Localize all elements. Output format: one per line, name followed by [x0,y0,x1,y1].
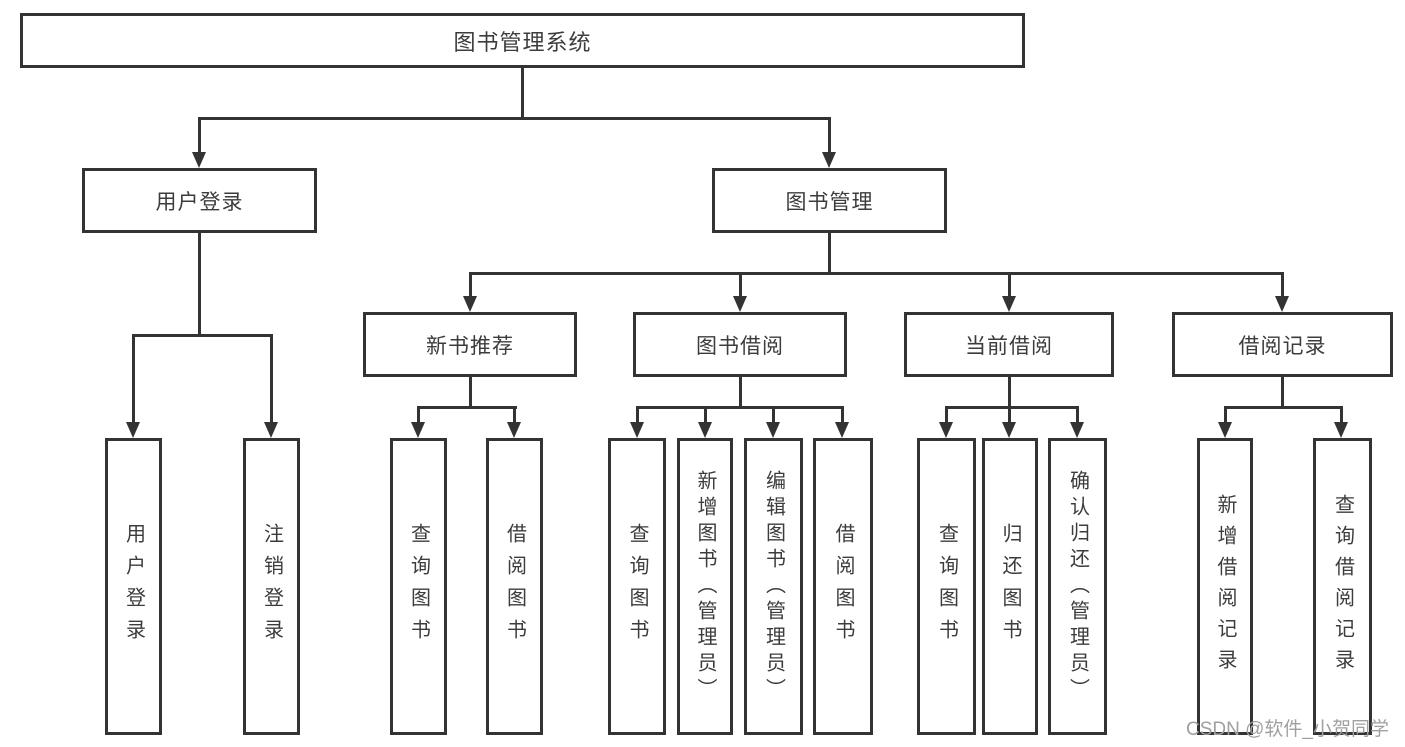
connector-userlogin-horizontal [132,334,273,337]
arrow-down-icon [1070,422,1084,438]
connector-bb-vertical [739,377,742,409]
node-current-borrowing: 当前借阅 [904,312,1114,377]
node-nbr-borrow-books: 借阅图书 [486,438,543,735]
connector-stem-br-add [1224,406,1227,426]
node-label: 借阅记录 [1238,334,1327,358]
arrow-down-icon [1275,296,1289,312]
connector-stem-cb-return [1008,406,1011,426]
node-logout: 注销登录 [243,438,300,735]
connector-stem-bb-add [704,406,707,426]
arrow-down-icon [822,152,836,168]
node-label: 新增借阅记录 [1214,493,1236,680]
node-label: 确认归还（管理员） [1066,469,1089,704]
arrow-down-icon [411,422,425,438]
node-nbr-query-books: 查询图书 [390,438,447,735]
arrow-down-icon [733,296,747,312]
node-label: 图书借阅 [696,334,784,358]
node-borrowing-records: 借阅记录 [1172,312,1393,377]
node-book-management: 图书管理 [712,168,947,233]
connector-stem-ul-logout [270,334,273,426]
connector-stem-user-login [198,117,201,155]
connector-stem-br-query [1340,406,1343,426]
connector-cb-horizontal [945,406,1079,409]
node-label: 借阅图书 [503,522,526,651]
node-label: 归还图书 [999,522,1021,651]
node-label: 借阅图书 [832,522,854,651]
connector-stem-new-book-rec [469,272,472,300]
node-label: 查询图书 [935,522,958,651]
arrow-down-icon [1002,296,1016,312]
node-new-book-recommend: 新书推荐 [363,312,577,377]
arrow-down-icon [192,152,206,168]
connector-stem-ul-login [132,334,135,426]
arrow-down-icon [507,422,521,438]
connector-br-vertical [1281,377,1284,409]
connector-stem-book-borrow [739,272,742,300]
node-label: 用户登录 [155,190,244,214]
connector-bookmgmt-horizontal [469,272,1284,275]
arrow-down-icon [939,422,953,438]
node-label: 编辑图书（管理员） [762,469,785,704]
node-label: 图书管理 [785,190,874,214]
connector-root-horizontal [198,117,831,120]
node-bb-edit-books-admin: 编辑图书（管理员） [744,438,803,735]
node-cb-confirm-return-admin: 确认归还（管理员） [1048,438,1107,735]
csdn-watermark: CSDN @软件_小贺同学 [1186,719,1389,740]
node-br-add-record: 新增借阅记录 [1197,438,1253,735]
node-label: 当前借阅 [965,334,1053,358]
connector-stem-cb-confirm [1076,406,1079,426]
node-label: 注销登录 [260,522,283,651]
arrow-down-icon [835,422,849,438]
connector-bookmgmt-vertical [828,233,831,275]
arrow-down-icon [1002,422,1016,438]
connector-bb-horizontal [636,406,844,409]
node-bb-add-books-admin: 新增图书（管理员） [677,438,733,735]
connector-stem-current-borrow [1008,272,1011,300]
node-label: 图书管理系统 [453,29,592,55]
node-label: 用户登录 [122,522,145,651]
arrow-down-icon [698,422,712,438]
node-cb-return-books: 归还图书 [982,438,1038,735]
connector-nbr-vertical [469,377,472,409]
connector-stem-nbr-borrow [513,406,516,426]
arrow-down-icon [264,422,278,438]
connector-stem-bb-edit [772,406,775,426]
node-label: 新书推荐 [426,334,514,358]
arrow-down-icon [126,422,140,438]
node-user-login-action: 用户登录 [105,438,162,735]
node-bb-query-books: 查询图书 [608,438,666,735]
connector-root-vertical [521,66,524,119]
node-label: 查询图书 [407,522,430,651]
node-label: 查询借阅记录 [1331,493,1354,680]
connector-cb-vertical [1008,377,1011,409]
node-br-query-record: 查询借阅记录 [1313,438,1372,735]
node-bb-borrow-books: 借阅图书 [813,438,873,735]
node-user-login: 用户登录 [82,168,317,233]
arrow-down-icon [766,422,780,438]
connector-stem-borrow-records [1281,272,1284,300]
node-book-borrowing: 图书借阅 [633,312,847,377]
connector-stem-bb-borrow [841,406,844,426]
arrow-down-icon [1218,422,1232,438]
connector-nbr-horizontal [417,406,517,409]
node-label: 查询图书 [626,522,648,651]
node-library-management-system: 图书管理系统 [20,13,1025,68]
connector-stem-book-mgmt [828,117,831,155]
arrow-down-icon [630,422,644,438]
connector-br-horizontal [1224,406,1343,409]
node-cb-query-books: 查询图书 [917,438,976,735]
connector-userlogin-vertical [198,233,201,337]
connector-stem-bb-query [636,406,639,426]
arrow-down-icon [463,296,477,312]
connector-stem-nbr-query [417,406,420,426]
arrow-down-icon [1334,422,1348,438]
connector-stem-cb-query [945,406,948,426]
node-label: 新增图书（管理员） [694,469,716,704]
